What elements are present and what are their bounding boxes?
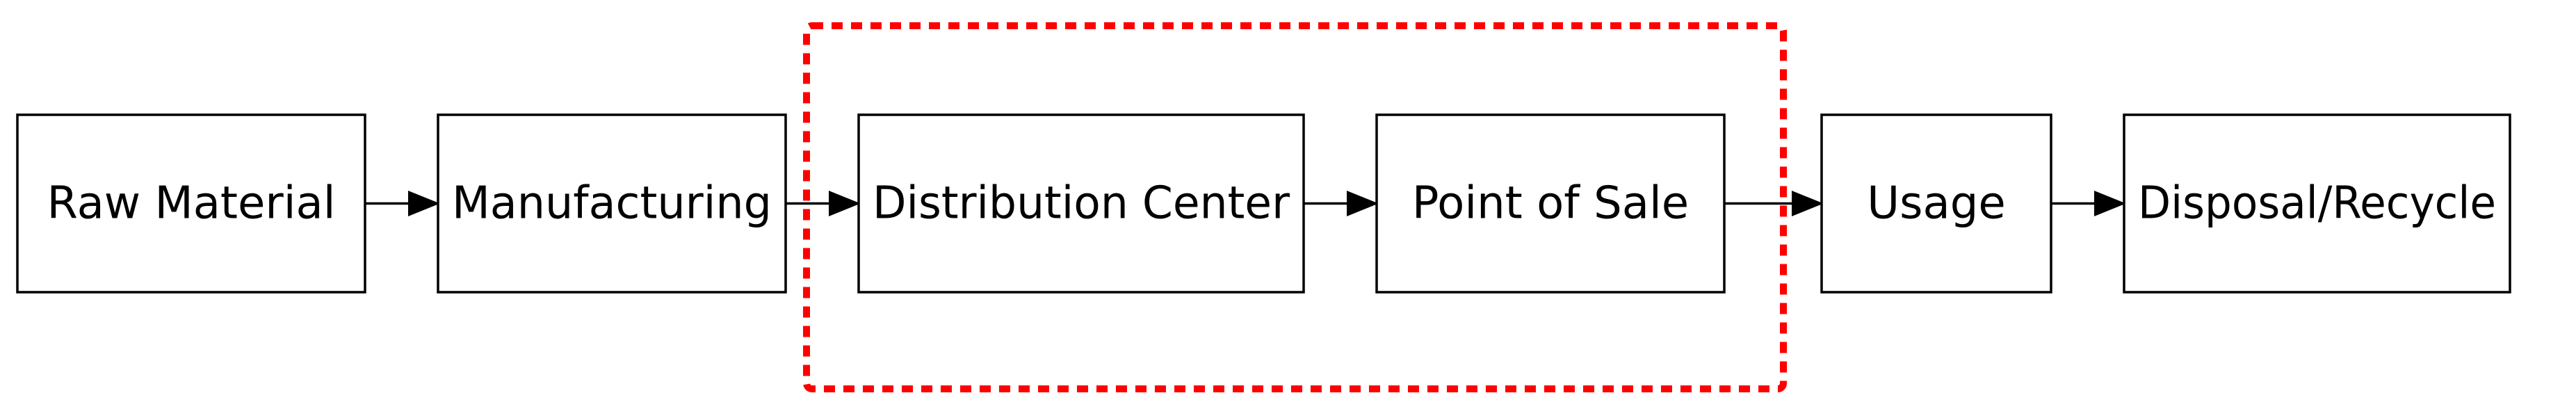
node-box (1375, 113, 1726, 294)
node-label: Point of Sale (1412, 178, 1689, 230)
arrowhead-icon (1347, 191, 1379, 216)
edge-arrow-manufacturing-to-distribution-center (786, 191, 861, 216)
node-disposal-recycle: Disposal/Recycle (2123, 113, 2511, 294)
node-box (857, 113, 1305, 294)
arrowhead-icon (2094, 191, 2126, 216)
node-point-of-sale: Point of Sale (1375, 113, 1726, 294)
node-manufacturing: Manufacturing (437, 113, 787, 294)
highlight-dashed-box (803, 22, 1787, 392)
node-label: Manufacturing (452, 178, 772, 230)
node-box (1820, 113, 2052, 294)
node-box (2123, 113, 2511, 294)
edges-layer (365, 191, 2126, 216)
node-label: Distribution Center (873, 178, 1290, 230)
edge-arrow-point-of-sale-to-usage (1724, 191, 1824, 216)
edge-arrow-raw-material-to-manufacturing (365, 191, 440, 216)
arrowhead-icon (1792, 191, 1824, 216)
node-raw-material: Raw Material (16, 113, 366, 294)
node-label: Disposal/Recycle (2138, 178, 2496, 230)
edge-arrow-usage-to-disposal-recycle (2051, 191, 2126, 216)
node-label: Raw Material (47, 178, 336, 230)
node-box (16, 113, 366, 294)
node-box (437, 113, 787, 294)
node-usage: Usage (1820, 113, 2052, 294)
node-label: Usage (1867, 178, 2005, 230)
arrowhead-icon (408, 191, 440, 216)
nodes-layer: Raw Material Manufacturing Distribution Ce… (16, 113, 2511, 294)
edge-arrow-distribution-center-to-point-of-sale (1304, 191, 1379, 216)
arrowhead-icon (829, 191, 861, 216)
node-distribution-center: Distribution Center (857, 113, 1305, 294)
